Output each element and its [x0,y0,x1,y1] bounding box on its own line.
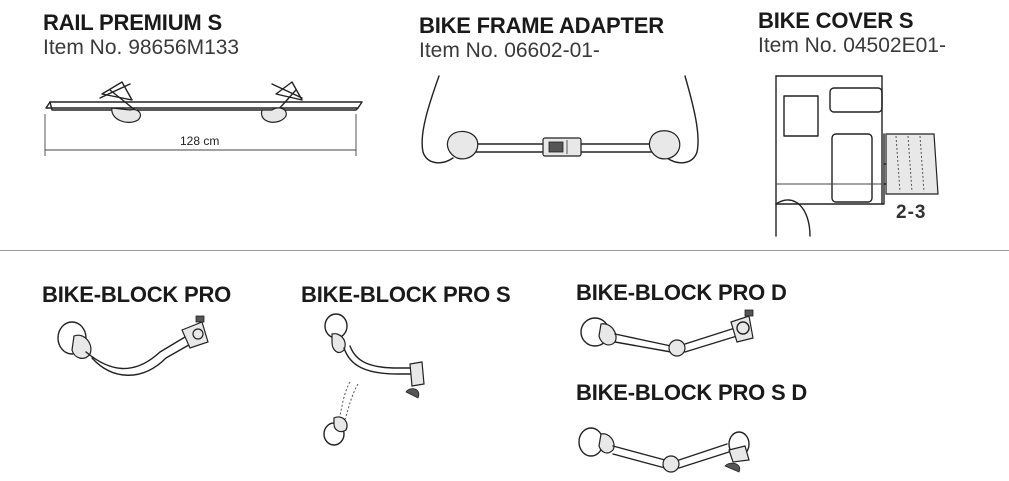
product-item-number: Item No. 04502E01- [758,34,946,57]
bike-block-pro-illustration [57,315,209,376]
product-bike-cover-s: BIKE COVER S Item No. 04502E01- [758,8,946,58]
product-bike-frame-adapter: BIKE FRAME ADAPTER Item No. 06602-01- [419,13,664,63]
rail-length-label: 128 cm [180,134,220,148]
bike-block-pro-d-illustration [580,309,754,357]
bike-block-pro-s-d-illustration [578,427,750,473]
product-bike-block-pro-s-d: BIKE-BLOCK PRO S D [576,380,807,406]
product-title: RAIL PREMIUM S [43,10,222,35]
product-title: BIKE FRAME ADAPTER [419,13,664,38]
bike-count-label: 2-3 [896,202,927,223]
product-title: BIKE-BLOCK PRO S [301,282,511,307]
rail-premium-s-illustration [44,81,363,156]
section-divider [0,250,1009,251]
bike-cover-s-illustration [775,75,939,237]
product-item-number: Item No. 98656M133 [43,36,240,59]
product-bike-block-pro-d: BIKE-BLOCK PRO D [576,280,787,306]
product-title: BIKE COVER S [758,8,914,33]
product-rail-premium-s: RAIL PREMIUM S Item No. 98656M133 [43,10,239,60]
product-title: BIKE-BLOCK PRO D [576,280,787,305]
bike-block-pro-s-illustration [323,313,425,446]
bike-frame-adapter-illustration [421,75,699,164]
product-bike-block-pro: BIKE-BLOCK PRO [42,282,231,308]
product-title: BIKE-BLOCK PRO [42,282,232,307]
product-item-number: Item No. 06602-01- [419,39,600,62]
product-bike-block-pro-s: BIKE-BLOCK PRO S [301,282,511,308]
product-title: BIKE-BLOCK PRO S D [576,380,808,405]
